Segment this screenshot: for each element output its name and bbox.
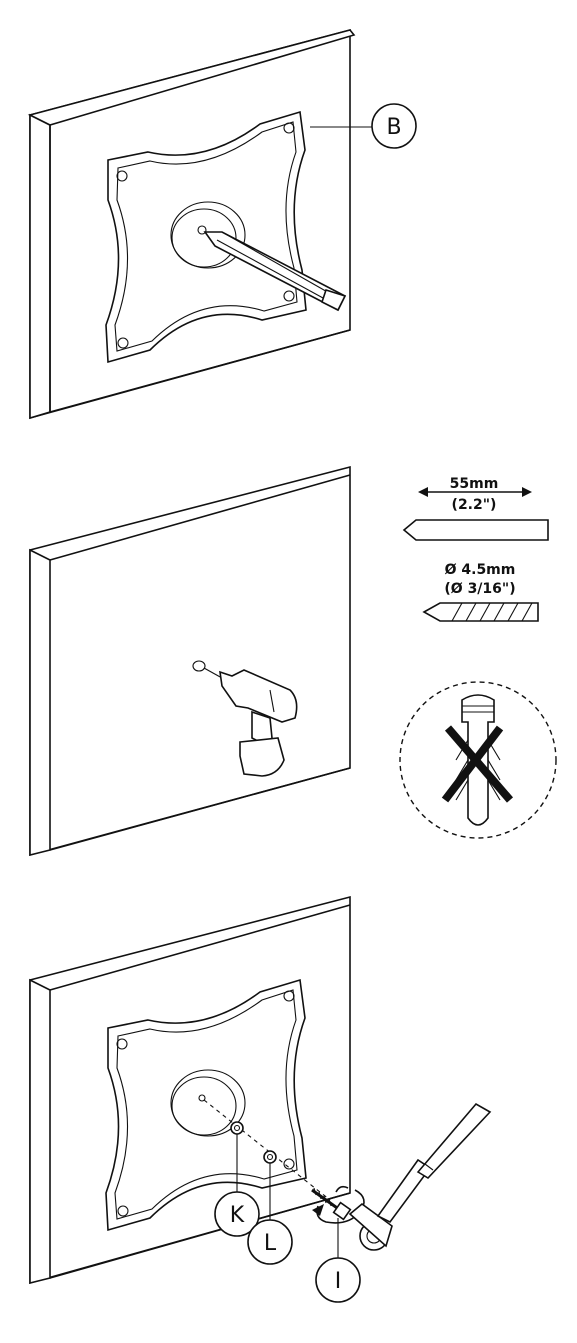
callout-k: K xyxy=(214,1134,260,1237)
step1-mounting-plate xyxy=(105,110,307,364)
ratchet-wrench-icon xyxy=(348,1102,492,1251)
callout-k-label: K xyxy=(230,1203,245,1228)
depth-metric-label: 55mm xyxy=(450,476,499,492)
callout-b: B xyxy=(310,103,417,149)
callout-l: L xyxy=(247,1163,293,1265)
drill-bit-icon xyxy=(422,602,539,622)
depth-imperial-label: (2.2") xyxy=(452,497,497,513)
assembly-path xyxy=(203,1099,331,1201)
washer-l-icon xyxy=(263,1150,277,1164)
diameter-imperial-label: (Ø 3/16") xyxy=(444,581,515,597)
drill-depth-spec: 55mm (2.2") xyxy=(402,476,549,541)
step3-mounting-plate xyxy=(105,978,307,1232)
depth-marker-icon xyxy=(402,519,549,541)
power-drill-icon xyxy=(192,660,298,777)
step2-wall-panel xyxy=(29,465,351,857)
callout-i: I xyxy=(315,1218,361,1303)
screw-i-icon xyxy=(311,1187,352,1221)
rotation-arrow-icon xyxy=(312,1185,365,1224)
callout-b-label: B xyxy=(386,115,401,140)
no-wall-anchor-icon xyxy=(399,681,557,839)
diameter-metric-label: Ø 4.5mm xyxy=(445,562,516,578)
drill-bit-spec: Ø 4.5mm (Ø 3/16") xyxy=(422,562,539,622)
callout-l-label: L xyxy=(264,1231,277,1256)
callout-i-label: I xyxy=(335,1269,342,1294)
washer-k-icon xyxy=(230,1121,244,1135)
pencil-icon xyxy=(203,231,347,312)
